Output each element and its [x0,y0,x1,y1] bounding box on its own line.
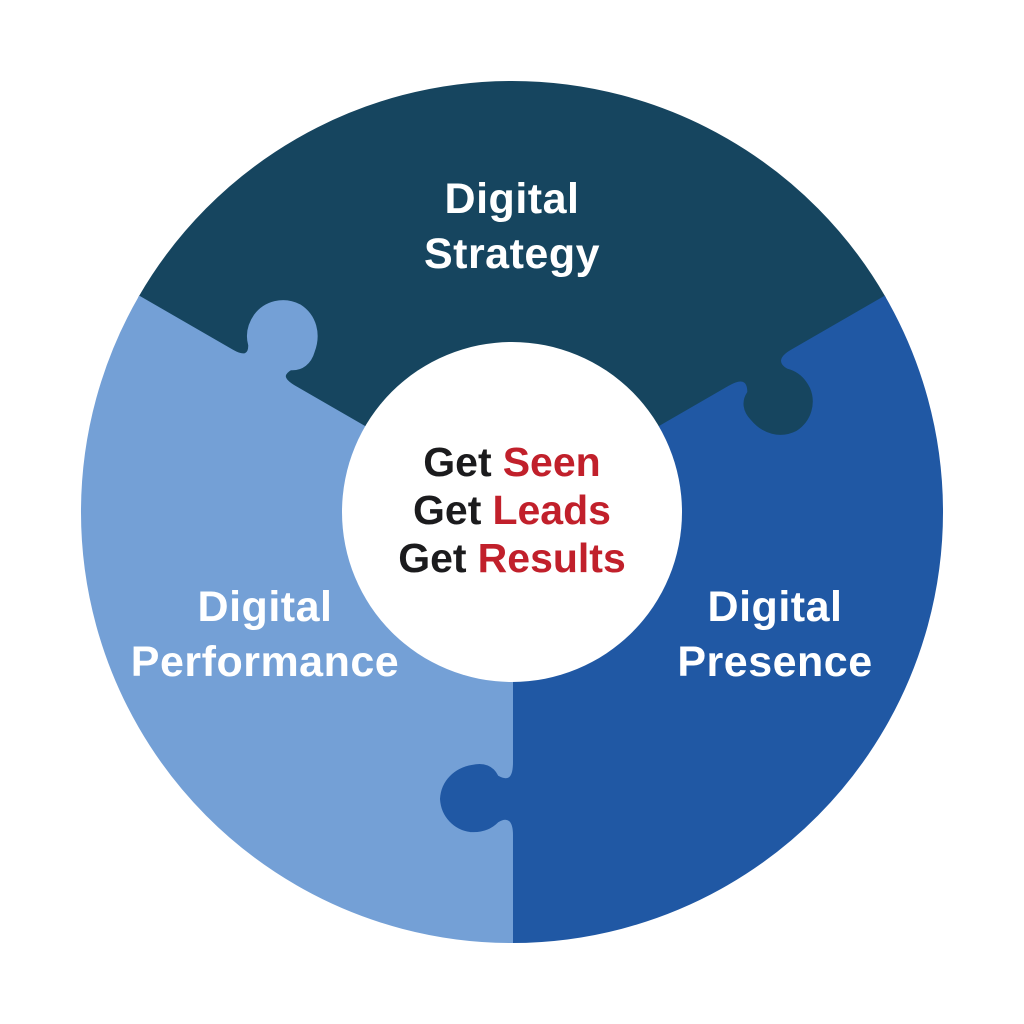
label-digital-presence-line2: Presence [677,638,873,686]
tagline-2-highlight: Leads [492,487,611,533]
label-digital-presence-line1: Digital [707,583,843,631]
tagline-3-highlight: Results [477,535,626,581]
label-digital-strategy-line1: Digital [444,175,580,223]
label-digital-strategy-line2: Strategy [423,230,601,278]
center-circle [342,342,682,682]
label-digital-strategy: Digital Strategy [302,172,722,282]
label-digital-performance-line2: Performance [130,638,400,686]
tagline-2-prefix: Get [413,487,482,533]
label-digital-performance-line1: Digital [197,583,333,631]
tagline-3-prefix: Get [398,535,467,581]
tagline-1-prefix: Get [423,439,492,485]
tagline-1-highlight: Seen [502,439,601,485]
label-digital-performance: Digital Performance [55,580,475,690]
label-digital-presence: Digital Presence [565,580,985,690]
